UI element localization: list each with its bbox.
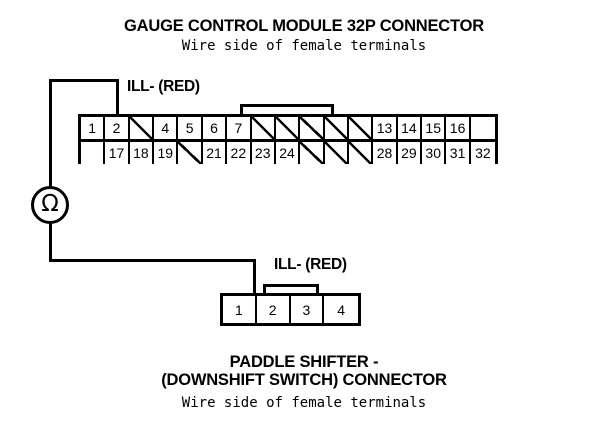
- gauge-pin-31: 31: [446, 142, 471, 164]
- gauge-pin-24: 24: [275, 142, 301, 164]
- gauge-pin-21: 21: [202, 142, 228, 164]
- gauge-unused-cavity: [129, 117, 155, 139]
- paddle-pin-4: 4: [324, 296, 358, 323]
- gauge-pin-7: 7: [227, 117, 252, 139]
- gauge-unused-cavity: [324, 117, 349, 139]
- gauge-connector-locking-tab: [240, 104, 334, 115]
- paddle-pin-3: 3: [290, 296, 325, 323]
- wire-segment-bottom-horizontal: [49, 259, 256, 262]
- upper-wire-label: ILL- (RED): [127, 78, 200, 95]
- wire-segment-paddle-pin2-drop: [253, 259, 256, 295]
- page-subtitle: Wire side of female terminals: [181, 38, 427, 54]
- lower-wire-label: ILL- (RED): [274, 256, 347, 273]
- gauge-pin-22: 22: [227, 142, 252, 164]
- gauge-pin-1: 1: [81, 117, 106, 139]
- gauge-pin-23: 23: [251, 142, 276, 164]
- gauge-unused-cavity: [251, 117, 276, 139]
- wire-segment-pin2-drop: [116, 79, 119, 115]
- gauge-pin-17: 17: [105, 142, 130, 164]
- gauge-pin-13: 13: [373, 117, 398, 139]
- gauge-unused-cavity: [348, 117, 374, 139]
- paddle-pin-2: 2: [256, 296, 291, 323]
- gauge-pin-28: 28: [373, 142, 398, 164]
- gauge-pin-29: 29: [397, 142, 423, 164]
- gauge-pin-32: 32: [470, 142, 496, 164]
- wire-segment-top-horizontal: [49, 79, 119, 82]
- gauge-unused-cavity: [324, 142, 349, 164]
- gauge-unused-cavity: [275, 117, 301, 139]
- ohmmeter: Ω: [31, 186, 69, 224]
- ohm-icon: Ω: [41, 190, 59, 217]
- gauge-unused-cavity: [300, 142, 325, 164]
- bottom-title-line-2: (DOWNSHIFT SWITCH) CONNECTOR: [161, 371, 447, 389]
- gauge-unused-cavity: [348, 142, 374, 164]
- gauge-pin-18: 18: [129, 142, 155, 164]
- page-title: GAUGE CONTROL MODULE 32P CONNECTOR: [124, 17, 484, 35]
- gauge-pin-4: 4: [154, 117, 179, 139]
- gauge-unused-cavity: [178, 142, 203, 164]
- gauge-pin-30: 30: [422, 142, 447, 164]
- gauge-pin-14: 14: [397, 117, 423, 139]
- paddle-connector-locking-tab: [263, 284, 319, 294]
- paddle-pin-1: 1: [223, 296, 257, 323]
- gauge-pin-2: 2: [105, 117, 130, 139]
- bottom-title-line-1: PADDLE SHIFTER -: [229, 353, 379, 371]
- gauge-pin-5: 5: [178, 117, 203, 139]
- gauge-pin-19: 19: [154, 142, 179, 164]
- gauge-pin-15: 15: [422, 117, 447, 139]
- wire-segment-meter-upper-lead: [49, 79, 52, 189]
- gauge-connector-row-divider: [81, 139, 495, 142]
- gauge-filler-cell: [81, 142, 106, 164]
- gauge-unused-cavity: [300, 117, 325, 139]
- bottom-subtitle: Wire side of female terminals: [181, 395, 427, 411]
- gauge-pin-6: 6: [202, 117, 228, 139]
- gauge-pin-16: 16: [446, 117, 471, 139]
- wire-segment-meter-lower-lead: [49, 221, 52, 262]
- gauge-filler-cell: [470, 117, 496, 139]
